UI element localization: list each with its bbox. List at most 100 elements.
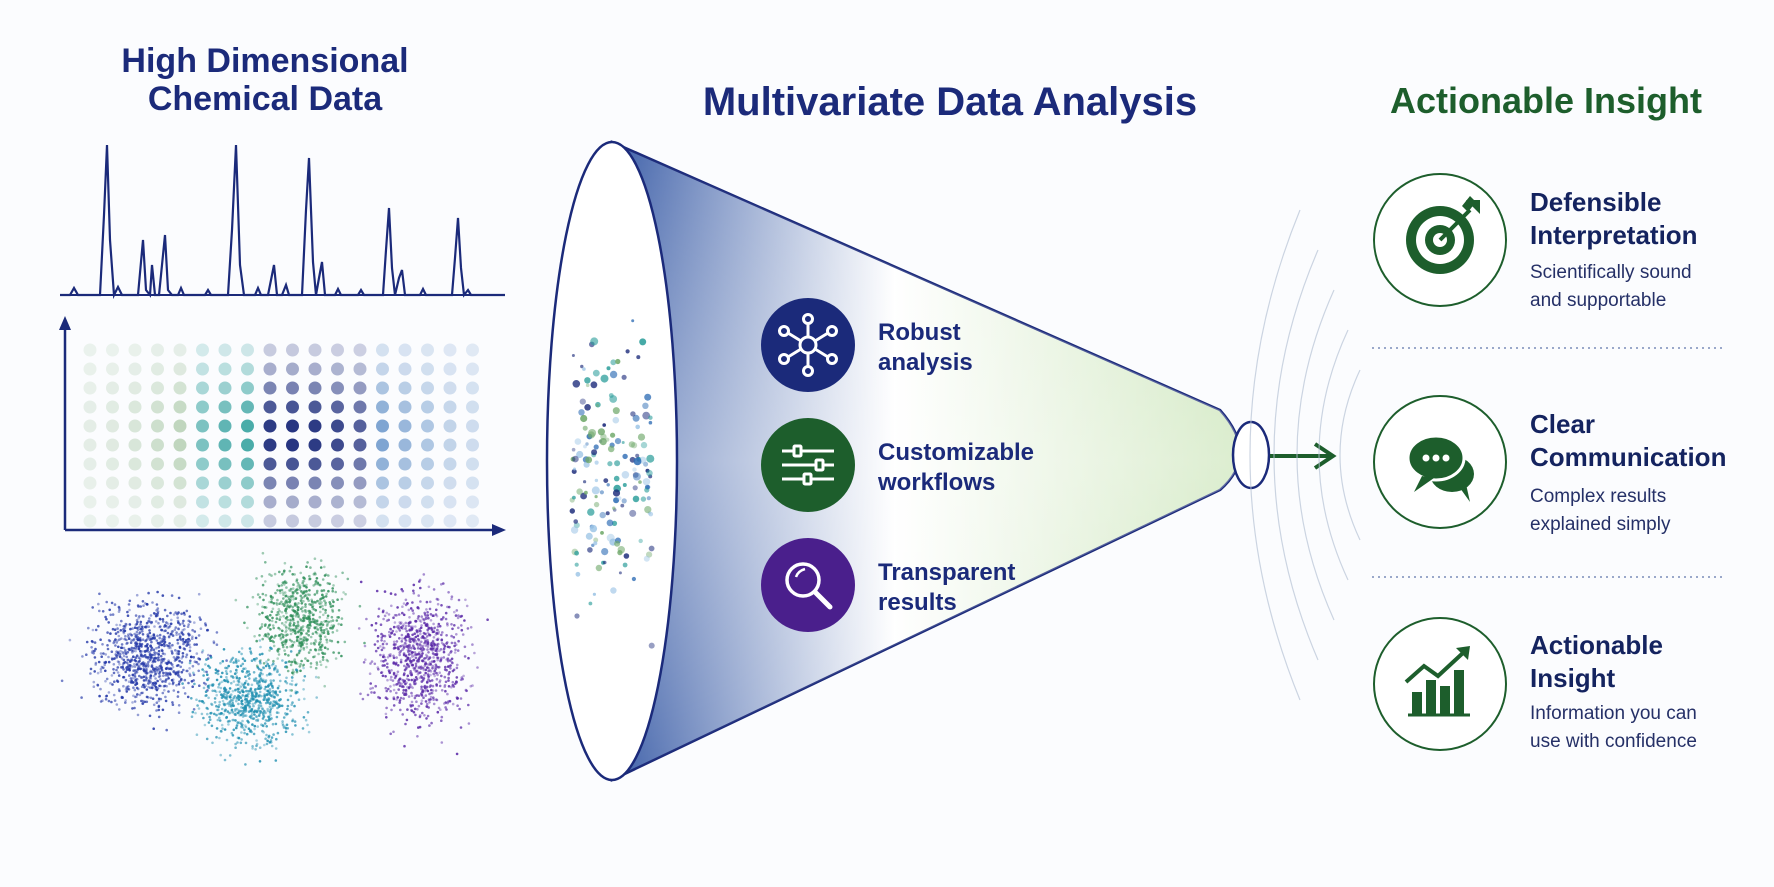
scatter-point — [202, 701, 206, 705]
scatter-point — [179, 678, 183, 682]
scatter-point — [396, 679, 400, 683]
scatter-point — [302, 618, 306, 622]
scatter-point — [267, 697, 271, 701]
scatter-point — [253, 710, 257, 713]
scatter-point — [133, 632, 136, 636]
scatter-point — [418, 656, 422, 659]
scatter-point — [195, 643, 198, 646]
scatter-point — [152, 633, 156, 636]
scatter-point — [401, 605, 404, 608]
funnel-particle — [642, 402, 649, 409]
scatter-point — [137, 616, 140, 620]
scatter-point — [138, 657, 142, 661]
heatmap-dot — [421, 476, 434, 490]
scatter-point — [250, 716, 253, 720]
heatmap-dot — [353, 514, 367, 528]
scatter-point — [292, 583, 295, 586]
scatter-point — [284, 680, 287, 683]
scatter-point — [148, 714, 152, 718]
scatter-point — [256, 602, 260, 606]
scatter-point — [423, 611, 427, 615]
scatter-point — [381, 664, 385, 667]
scatter-point — [189, 659, 192, 663]
scatter-point — [467, 656, 470, 660]
scatter-point — [155, 701, 159, 704]
scatter-point — [148, 617, 151, 620]
funnel-particle — [594, 478, 599, 483]
scatter-point — [427, 651, 430, 654]
funnel-particle — [638, 480, 642, 484]
scatter-point — [331, 599, 335, 602]
scatter-point — [130, 649, 134, 652]
scatter-point — [230, 675, 233, 678]
heatmap-dot — [173, 457, 187, 471]
scatter-point — [145, 700, 149, 704]
scatter-point — [399, 696, 403, 700]
scatter-point — [260, 668, 263, 672]
scatter-point — [412, 640, 416, 644]
scatter-point — [434, 689, 438, 692]
scatter-point — [91, 649, 94, 653]
scatter-point — [293, 660, 297, 664]
scatter-point — [450, 595, 454, 598]
scatter-point — [257, 714, 261, 717]
scatter-point — [388, 635, 392, 638]
scatter-point — [215, 643, 219, 646]
scatter-point — [409, 621, 412, 624]
scatter-point — [439, 618, 443, 621]
scatter-point — [213, 697, 217, 700]
scatter-point — [385, 716, 388, 719]
scatter-point — [223, 687, 226, 691]
scatter-point — [419, 600, 422, 603]
scatter-point — [131, 707, 134, 710]
heatmap-dot — [83, 495, 97, 509]
scatter-point — [144, 655, 148, 659]
scatter-point — [293, 704, 296, 708]
scatter-point — [232, 696, 236, 699]
scatter-point — [137, 605, 140, 608]
scatter-point — [244, 679, 248, 683]
scatter-point — [453, 610, 456, 614]
scatter-point — [392, 640, 396, 644]
scatter-point — [411, 633, 414, 637]
funnel-particle — [585, 532, 593, 540]
scatter-point — [438, 680, 441, 684]
scatter-point — [302, 646, 306, 650]
scatter-point — [341, 571, 344, 575]
scatter-point — [262, 598, 265, 602]
scatter-point — [440, 674, 443, 678]
scatter-point — [262, 662, 266, 665]
heatmap-dot — [128, 419, 142, 433]
scatter-point — [337, 616, 340, 619]
scatter-point — [239, 664, 243, 668]
scatter-point — [389, 678, 393, 681]
scatter-point — [325, 640, 329, 644]
heatmap-dot — [173, 476, 187, 490]
scatter-point — [272, 691, 275, 695]
funnel-particle — [573, 519, 578, 524]
scatter-point — [286, 600, 289, 604]
funnel-particle — [605, 511, 610, 516]
scatter-point — [426, 663, 430, 666]
scatter-point — [103, 663, 106, 667]
scatter-point — [405, 658, 408, 662]
scatter-point — [261, 711, 265, 715]
scatter-point — [424, 617, 428, 620]
scatter-point — [141, 600, 145, 603]
scatter-point — [261, 551, 265, 555]
scatter-point — [128, 674, 131, 677]
scatter-point — [414, 664, 418, 668]
scatter-point — [296, 690, 299, 694]
scatter-point — [156, 607, 160, 610]
scatter-point — [454, 643, 458, 646]
scatter-point — [180, 612, 183, 616]
scatter-point — [434, 649, 438, 652]
scatter-point — [241, 715, 245, 718]
scatter-point — [318, 583, 322, 587]
funnel-particle — [607, 445, 615, 453]
heatmap-dot — [218, 362, 232, 376]
scatter-point — [267, 734, 271, 738]
scatter-point — [378, 696, 382, 700]
scatter-point — [430, 679, 434, 682]
scatter-point — [293, 658, 297, 661]
